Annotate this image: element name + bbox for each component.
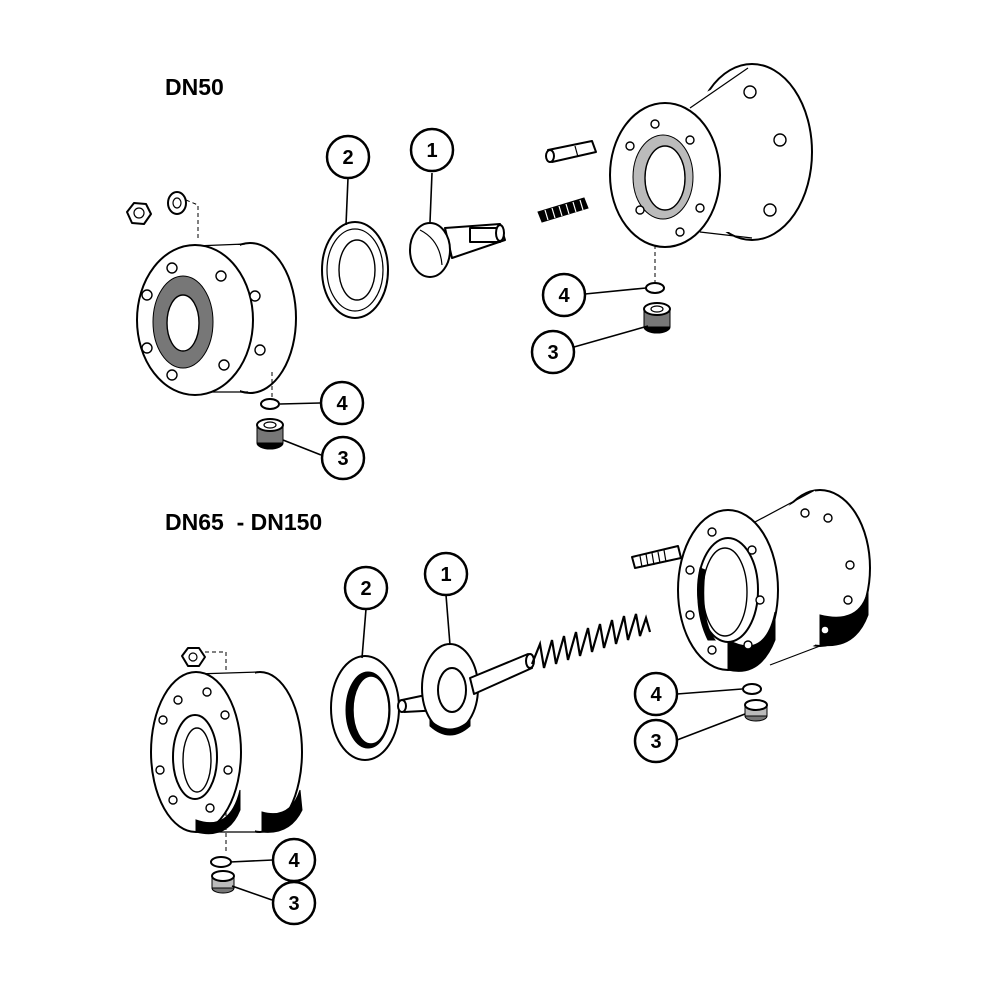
leader-line	[676, 688, 743, 695]
section-title-dn50: DN50	[165, 74, 224, 100]
leader-line	[429, 172, 433, 223]
outlet-housing	[677, 489, 871, 672]
svg-text:1: 1	[426, 140, 437, 162]
washer	[167, 191, 187, 215]
inlet-housing	[136, 242, 297, 396]
seat-ring	[330, 655, 400, 761]
inlet-housing	[150, 671, 303, 835]
section-dn50: DN50	[126, 63, 813, 481]
svg-text:4: 4	[336, 393, 348, 415]
callout-4: 4	[633, 671, 679, 717]
sealing-washer	[210, 856, 232, 868]
svg-text:3: 3	[650, 731, 661, 753]
valve-disc	[409, 222, 506, 278]
leader-line	[361, 608, 367, 659]
drain-plug	[256, 418, 284, 450]
svg-text:2: 2	[360, 578, 371, 600]
svg-text:3: 3	[547, 342, 558, 364]
callout-1: 1	[409, 127, 455, 173]
callout-1: 1	[423, 551, 469, 597]
leader-line	[231, 885, 273, 901]
callout-2: 2	[325, 134, 371, 180]
leader-line	[279, 402, 321, 405]
assembly-line	[185, 199, 199, 240]
callout-4: 4	[541, 272, 587, 318]
seat-ring	[321, 221, 389, 319]
valve-disc	[397, 643, 535, 736]
callout-4: 4	[319, 380, 365, 426]
guide-pin	[545, 140, 597, 163]
drain-plug	[211, 870, 235, 894]
spring	[530, 613, 652, 669]
sealing-washer	[260, 398, 280, 410]
leader-line	[584, 287, 647, 295]
hex-nut	[181, 647, 206, 667]
outlet-housing	[609, 63, 813, 248]
svg-text:4: 4	[558, 285, 570, 307]
callout-2: 2	[343, 565, 389, 611]
spring	[537, 197, 589, 223]
section-dn65-dn150: DN65 - DN150	[150, 489, 871, 926]
leader-line	[676, 713, 746, 741]
leader-line	[573, 325, 649, 348]
leader-line	[229, 859, 274, 863]
leader-line	[282, 439, 322, 456]
callout-3: 3	[530, 329, 576, 375]
sealing-washer	[645, 282, 665, 294]
leader-line	[345, 177, 349, 226]
assembly-line	[205, 651, 227, 690]
drain-plug	[643, 302, 671, 334]
svg-text:3: 3	[337, 448, 348, 470]
callout-3: 3	[271, 880, 317, 926]
callout-3: 3	[633, 718, 679, 764]
svg-text:3: 3	[288, 893, 299, 915]
svg-text:1: 1	[440, 564, 451, 586]
callout-4: 4	[271, 837, 317, 883]
svg-text:2: 2	[342, 147, 353, 169]
hex-nut	[126, 202, 152, 225]
guide-pin	[631, 545, 682, 569]
svg-text:4: 4	[288, 850, 300, 872]
svg-text:4: 4	[650, 684, 662, 706]
callout-3: 3	[320, 435, 366, 481]
leader-line	[445, 594, 451, 646]
section-title-dn65-dn150: DN65 - DN150	[165, 509, 322, 535]
drain-plug	[744, 699, 768, 722]
sealing-washer	[742, 683, 762, 695]
